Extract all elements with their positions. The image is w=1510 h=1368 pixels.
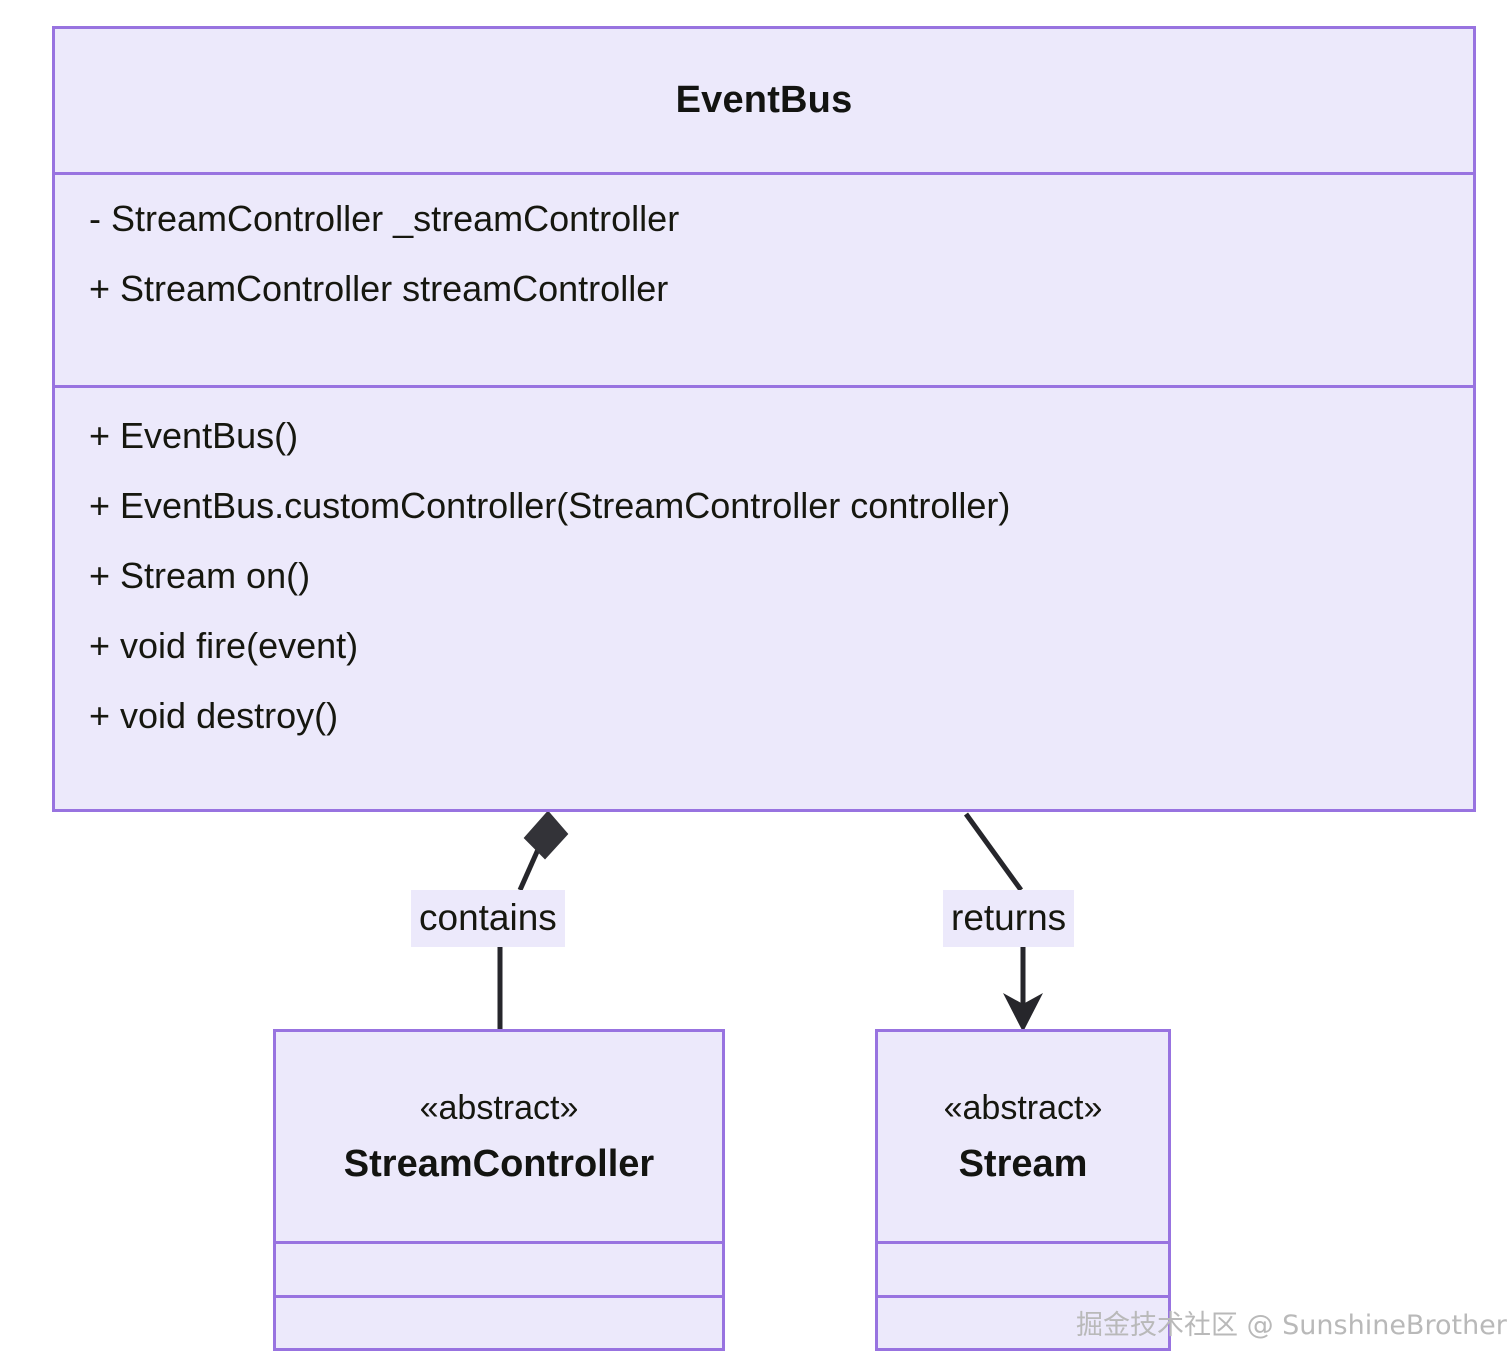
class-box-streamcontroller[interactable]: «abstract» StreamController [273,1029,725,1351]
class-name-eventbus: EventBus [675,79,853,121]
class-methods-compartment [276,1295,722,1348]
class-stereotype: «abstract» [943,1088,1103,1127]
open-arrow-marker [1003,993,1043,1032]
method-row: + Stream on() [89,555,311,596]
class-attributes-compartment [878,1241,1168,1295]
class-box-stream[interactable]: «abstract» Stream [875,1029,1171,1351]
method-row: + EventBus() [89,415,299,456]
attribute-row: + StreamController streamController [89,268,669,309]
class-methods-compartment [878,1295,1168,1348]
method-row: + EventBus.customController(StreamContro… [89,485,1011,526]
method-row: + void fire(event) [89,625,359,666]
method-row: + void destroy() [89,695,339,736]
filled-diamond-marker [523,810,569,860]
class-attributes-compartment: - StreamController _streamController + S… [55,172,1473,385]
class-methods-compartment: + EventBus() + EventBus.customController… [55,385,1473,809]
class-title-compartment: «abstract» StreamController [276,1032,722,1241]
class-title-compartment: EventBus [55,29,1473,172]
relationship-label-returns: returns [943,890,1075,947]
relationship-label-contains: contains [411,890,565,947]
watermark-text: 掘金技术社区 @ SunshineBrother [1076,1310,1507,1341]
class-stereotype: «abstract» [419,1088,579,1127]
class-name-stream: Stream [958,1142,1088,1185]
class-title-compartment: «abstract» Stream [878,1032,1168,1241]
class-name-streamcontroller: StreamController [343,1142,655,1185]
class-box-eventbus[interactable]: EventBus - StreamController _streamContr… [52,26,1476,812]
attribute-row: - StreamController _streamController [89,198,680,239]
class-attributes-compartment [276,1241,722,1295]
